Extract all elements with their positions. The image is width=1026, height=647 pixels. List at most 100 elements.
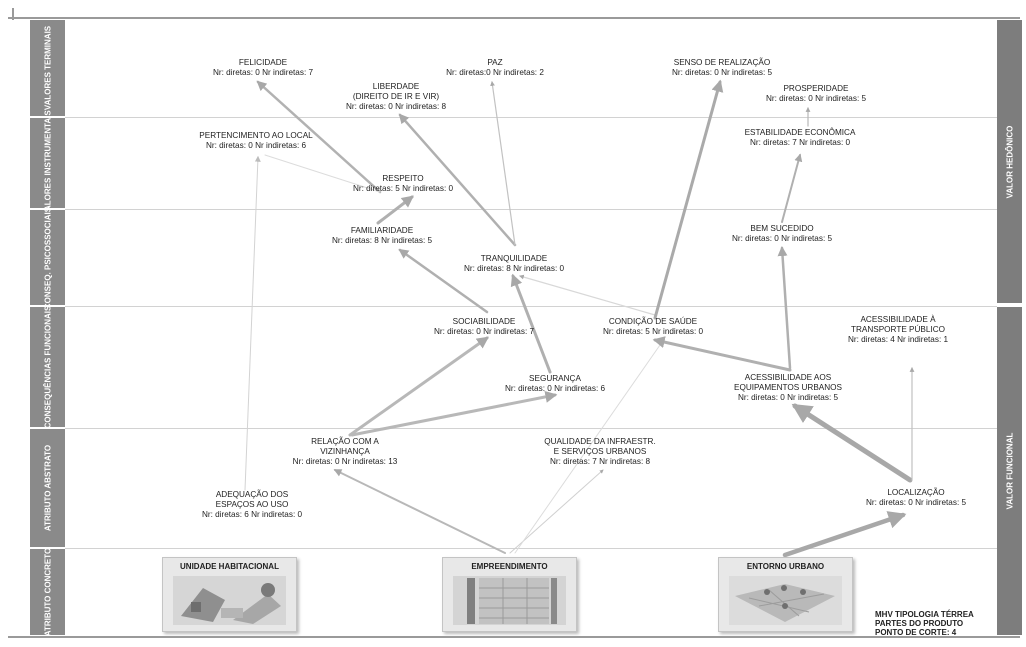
product-label: UNIDADE HABITACIONAL: [180, 562, 279, 571]
node-title-2: ESPAÇOS AO USO: [215, 500, 289, 509]
node-respeito: RESPEITO Nr: diretas: 5 Nr indiretas: 0: [353, 174, 453, 194]
product-unidade-habitacional: UNIDADE HABITACIONAL: [162, 557, 297, 632]
node-title-2: VIZINHANÇA: [320, 447, 370, 456]
node-stats: Nr: diretas: 8 Nr indiretas: 0: [463, 264, 565, 273]
node-felicidade: FELICIDADE Nr: diretas: 0 Nr indiretas: …: [213, 58, 313, 78]
node-title: RESPEITO: [382, 174, 424, 183]
product-label: ENTORNO URBANO: [746, 562, 825, 571]
product-label: EMPREENDIMENTO: [471, 562, 548, 571]
corner-tick: [12, 8, 14, 20]
arrow-empreendimento-qualidade: [509, 469, 604, 554]
legend-line: MHV TIPOLOGIA TÉRREA: [875, 610, 974, 619]
node-stats: Nr: diretas: 0 Nr indiretas: 5: [731, 234, 833, 243]
product-entorno-urbano: ENTORNO URBANO: [718, 557, 853, 632]
arrow-empreendimento-relacao: [333, 469, 506, 554]
node-title-2: (DIREITO DE IR E VIR): [352, 92, 440, 101]
node-senso-de-realizacao: SENSO DE REALIZAÇÃO Nr: diretas: 0 Nr in…: [672, 58, 772, 78]
node-seguranca: SEGURANÇA Nr: diretas: 0 Nr indiretas: 6: [505, 374, 605, 394]
node-stats: Nr: diretas:0 Nr indiretas: 2: [446, 68, 544, 77]
node-bem-sucedido: BEM SUCEDIDO Nr: diretas: 0 Nr indiretas…: [732, 224, 832, 244]
arrow-empreendimento-saude: [514, 344, 661, 554]
node-sociabilidade: SOCIABILIDADE Nr: diretas: 0 Nr indireta…: [434, 317, 534, 337]
node-stats: Nr: diretas: 0 Nr indiretas: 13: [292, 457, 398, 466]
node-stats: Nr: diretas: 0 Nr indiretas: 7: [433, 327, 535, 336]
node-title: PERTENCIMENTO AO LOCAL: [199, 131, 313, 140]
node-prosperidade: PROSPERIDADE Nr: diretas: 0 Nr indiretas…: [766, 84, 866, 104]
arrow-entorno-localizacao: [782, 511, 907, 558]
level-bar-consequencias-funcionais: CONSEQUÊNCIAS FUNCIONAIS: [30, 306, 65, 428]
node-stats: Nr: diretas: 0 Nr indiretas: 5: [865, 498, 967, 507]
node-adequacao-espacos: ADEQUAÇÃO DOS ESPAÇOS AO USO Nr: diretas…: [202, 490, 302, 520]
node-title: RELAÇÃO COM A: [311, 437, 379, 446]
arrow-acessequip-bemsucedido: [777, 246, 792, 370]
band-divider: [65, 117, 997, 118]
node-title: ESTABILIDADE ECONÔMICA: [744, 128, 856, 137]
band-divider: [65, 209, 997, 210]
node-stats: Nr: diretas: 4 Nr indiretas: 1: [847, 335, 949, 344]
node-title-2: E SERVIÇOS URBANOS: [553, 447, 647, 456]
node-stats: Nr: diretas: 0 Nr indiretas: 6: [504, 384, 606, 393]
node-title: ADEQUAÇÃO DOS: [215, 490, 289, 499]
node-title: SOCIABILIDADE: [452, 317, 516, 326]
bottom-border: [8, 636, 1020, 638]
node-title: QUALIDADE DA INFRAESTR.: [544, 437, 656, 446]
node-title: PROSPERIDADE: [783, 84, 849, 93]
legend-line: PONTO DE CORTE: 4: [875, 628, 957, 637]
arrow-relacao-sociabilidade: [348, 336, 489, 437]
product-empreendimento: EMPREENDIMENTO: [442, 557, 577, 632]
level-bar-valores-terminais: VALORES TERMINAIS: [30, 20, 65, 116]
level-bar-atributo-abstrato: ATRIBUTO ABSTRATO: [30, 429, 65, 547]
arrow-tranquilidade-paz: [490, 81, 516, 246]
node-stats: Nr: diretas: 5 Nr indiretas: 0: [602, 327, 704, 336]
node-tranquilidade: TRANQUILIDADE Nr: diretas: 8 Nr indireta…: [464, 254, 564, 274]
node-acessibilidade-equipamentos: ACESSIBILIDADE AOS EQUIPAMENTOS URBANOS …: [734, 373, 842, 403]
house-illustration-icon: [173, 576, 286, 625]
node-stats: Nr: diretas: 6 Nr indiretas: 0: [201, 510, 303, 519]
node-title: FAMILIARIDADE: [350, 226, 414, 235]
arrow-saude-senso: [653, 79, 724, 320]
legend-note: MHV TIPOLOGIA TÉRREA PARTES DO PRODUTO P…: [875, 610, 974, 637]
node-title: FELICIDADE: [238, 58, 288, 67]
node-title: CONDIÇÃO DE SAÚDE: [608, 317, 698, 326]
node-stats: Nr: diretas: 0 Nr indiretas: 5: [671, 68, 773, 77]
node-liberdade: LIBERDADE (DIREITO DE IR E VIR) Nr: dire…: [346, 82, 446, 112]
node-relacao-vizinhanca: RELAÇÃO COM A VIZINHANÇA Nr: diretas: 0 …: [293, 437, 398, 467]
node-title: LOCALIZAÇÃO: [887, 488, 945, 497]
node-title-2: TRANSPORTE PÚBLICO: [850, 325, 946, 334]
node-qualidade-infraestrutura: QUALIDADE DA INFRAESTR. E SERVIÇOS URBAN…: [544, 437, 655, 467]
arrow-saude-tranquilidade: [519, 274, 656, 316]
node-stats: Nr: diretas: 0 Nr indiretas: 6: [205, 141, 307, 150]
level-bar-conseq-psicossociais: CONSEQ. PSICOSSOCIAIS: [30, 206, 65, 309]
arrow-sociabilidade-familiaridade: [398, 248, 489, 314]
node-title: ACESSIBILIDADE AOS: [744, 373, 832, 382]
node-acessibilidade-transporte: ACESSIBILIDADE À TRANSPORTE PÚBLICO Nr: …: [848, 315, 948, 345]
top-border: [8, 17, 1020, 19]
arrow-localizacao-acessequip: [791, 403, 913, 483]
arrow-familiaridade-respeito: [376, 195, 414, 225]
node-title: SENSO DE REALIZAÇÃO: [673, 58, 771, 67]
node-localizacao: LOCALIZAÇÃO Nr: diretas: 0 Nr indiretas:…: [866, 488, 966, 508]
band-divider: [65, 548, 997, 549]
node-stats: Nr: diretas: 0 Nr indiretas: 7: [212, 68, 314, 77]
node-stats: Nr: diretas: 0 Nr indiretas: 5: [765, 94, 867, 103]
node-stats: Nr: diretas: 8 Nr indiretas: 5: [331, 236, 433, 245]
node-paz: PAZ Nr: diretas:0 Nr indiretas: 2: [446, 58, 544, 78]
node-stats: Nr: diretas: 5 Nr indiretas: 0: [352, 184, 454, 193]
band-divider: [65, 428, 997, 429]
node-condicao-de-saude: CONDIÇÃO DE SAÚDE Nr: diretas: 5 Nr indi…: [603, 317, 703, 337]
band-divider: [65, 306, 997, 307]
arrow-pertencimento-respeito: [264, 154, 381, 193]
site-plan-icon: [453, 576, 566, 625]
arrow-bemsucedido-estabilidade: [781, 153, 803, 223]
node-title: ACESSIBILIDADE À: [860, 315, 936, 324]
node-stats: Nr: diretas: 7 Nr indiretas: 8: [549, 457, 651, 466]
node-title: LIBERDADE: [372, 82, 420, 91]
node-estabilidade-economica: ESTABILIDADE ECONÔMICA Nr: diretas: 7 Nr…: [745, 128, 856, 148]
map-pins-icon: [729, 576, 842, 625]
node-familiaridade: FAMILIARIDADE Nr: diretas: 8 Nr indireta…: [332, 226, 432, 246]
level-bar-valores-instrumentais: VALORES INSTRUMENTAIS: [30, 110, 65, 216]
arrow-adequacao-pertencimento: [244, 155, 261, 491]
arrow-seguranca-tranquilidade: [510, 273, 552, 374]
